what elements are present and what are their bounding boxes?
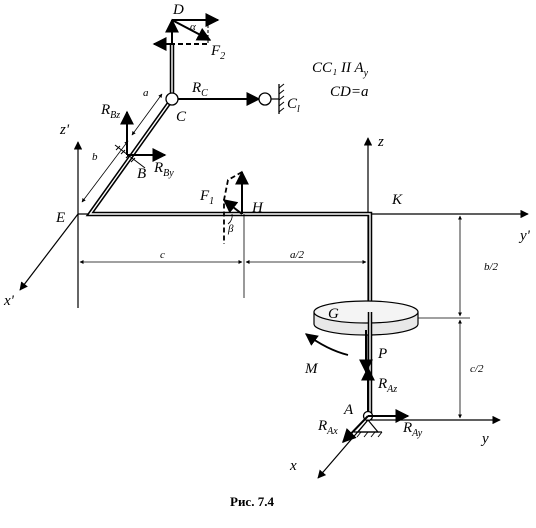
axis-y-label: y: [480, 431, 489, 447]
support-reactions-a: RAz RAy RAx: [317, 366, 423, 444]
point-b-label: B: [137, 166, 146, 182]
dimension-half-c-label: c/2: [470, 363, 484, 375]
point-d-label: D: [172, 2, 184, 18]
dimension-a-b: a b: [81, 87, 163, 203]
figure-caption: Рис. 7.4: [230, 494, 274, 509]
dimension-b-label: b: [92, 151, 98, 163]
axis-x-prime-label: x': [3, 293, 15, 309]
force-f1: β F1: [199, 170, 249, 244]
force-rc-label: RC: [191, 80, 208, 99]
axis-z-label: z: [377, 134, 384, 150]
dimension-half-a-label: a/2: [290, 249, 305, 261]
point-c1-label: Cl: [287, 96, 300, 115]
point-a-label: A: [343, 402, 354, 418]
axis-z-prime-label: z': [59, 122, 70, 138]
force-rax-label: RAx: [317, 418, 338, 437]
dimension-a-label: a: [143, 87, 149, 99]
force-f2-label: F2: [210, 43, 225, 62]
dimension-c-half-a: c a/2: [79, 214, 367, 298]
force-p: P: [359, 330, 387, 374]
moment-m-label: M: [304, 361, 319, 377]
shaft-structure: [85, 44, 373, 420]
force-rby-label: RBy: [153, 160, 174, 179]
axis-x-prime: x': [3, 213, 79, 309]
angle-alpha-label: α: [190, 21, 196, 33]
force-rbz-label: RBz: [100, 102, 120, 121]
axis-y-prime: y': [78, 209, 531, 244]
axis-z-prime: z': [59, 122, 83, 308]
force-p-label: P: [377, 346, 387, 362]
force-f2: D α F2: [152, 2, 225, 62]
bearing-b: B: [114, 144, 146, 182]
condition-cc1-parallel: CC₁ II Ay: [312, 60, 369, 79]
condition-cd-equals-a: CD=a: [330, 84, 368, 100]
force-ray-label: RAy: [402, 420, 423, 439]
angle-beta-label: β: [227, 223, 234, 235]
rod-c-c1: C Cl: [165, 83, 300, 125]
point-g-label: G: [328, 306, 339, 322]
axis-y: y: [368, 415, 501, 447]
force-raz-label: RAz: [377, 376, 397, 395]
dimension-half-b-label: b/2: [484, 261, 499, 273]
point-k-label: K: [391, 192, 403, 208]
axis-y-prime-label: y': [518, 228, 531, 244]
dimension-c-label: c: [160, 249, 165, 261]
axis-x-label: x: [289, 458, 297, 474]
point-e-label: E: [55, 210, 65, 226]
point-h-label: H: [251, 200, 264, 216]
moment-m: M: [304, 333, 349, 377]
disk-g: G: [313, 300, 419, 336]
point-c-label: C: [176, 109, 187, 125]
force-f1-label: F1: [199, 188, 214, 207]
